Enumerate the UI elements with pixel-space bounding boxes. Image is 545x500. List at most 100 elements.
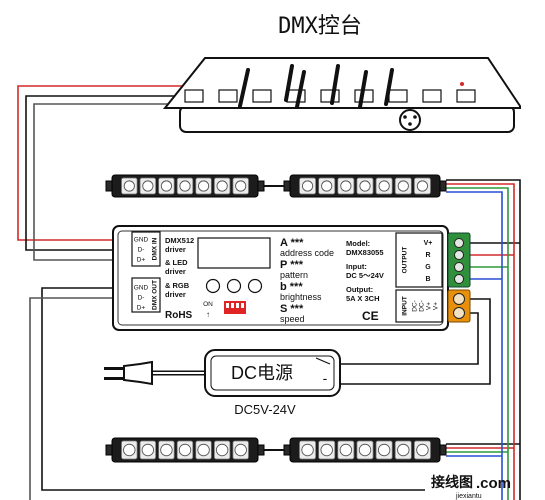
- fader: [284, 64, 294, 102]
- dip-arrow-icon: ↑: [206, 310, 210, 319]
- input-label-box: [395, 289, 443, 323]
- dmx-output-cable: [29, 287, 425, 500]
- led-chip: [416, 443, 429, 457]
- led-chip: [216, 180, 228, 192]
- fader: [358, 70, 368, 109]
- watermark-text: 接线图: [431, 474, 473, 490]
- channel-slot: [388, 89, 408, 103]
- led-chip: [179, 180, 191, 192]
- terminal-screw: [454, 262, 464, 272]
- dmx-driver: GND D- D+ DMX IN GND D- D+ DMX OUT DMX51…: [112, 225, 471, 331]
- dmx-out-label: DMX OUT: [152, 280, 159, 310]
- power-supply-terminal-tab: [315, 357, 331, 365]
- power-supply-voltage: DC5V-24V: [234, 402, 296, 417]
- dmx-out-pin-gnd: GND: [134, 285, 149, 292]
- watermark-sub: jiexiantu: [455, 493, 482, 500]
- setting-key-speed: S ***: [280, 303, 304, 315]
- dmx-in-pin-d-minus: D-: [138, 247, 145, 254]
- channel-slot: [456, 89, 476, 103]
- led-chip: [123, 443, 136, 457]
- strip-end-connector: [439, 444, 447, 456]
- led-chip: [160, 180, 172, 192]
- led-strip-top-left: [105, 174, 265, 198]
- dmx-out-wire-gray: [29, 297, 132, 500]
- led-chip: [416, 180, 428, 192]
- led-chip: [340, 180, 352, 192]
- led-strip-bottom-right: [283, 437, 447, 463]
- setting-key-pattern: P ***: [280, 259, 304, 271]
- led-chip: [358, 443, 372, 457]
- dip-switch-lever: [231, 303, 234, 308]
- watermark-suffix: .com: [476, 475, 511, 492]
- led-strip-top-right: [283, 174, 447, 198]
- dmx-in-pin-gnd: GND: [134, 237, 149, 244]
- dip-switch-lever: [241, 303, 244, 308]
- channel-slot: [320, 89, 340, 103]
- wire-blue: [446, 191, 503, 500]
- description-line: DMX512: [165, 236, 194, 245]
- output-pin-g: G: [425, 264, 431, 271]
- description-line: & LED: [165, 258, 188, 267]
- led-chip: [160, 443, 173, 457]
- strip-end-connector: [257, 444, 265, 456]
- output-pin-v-plus: V+: [424, 240, 433, 247]
- input-pin-dc-minus: DC-: [419, 300, 426, 312]
- channel-slot: [286, 89, 306, 103]
- channel-slot: [184, 89, 204, 103]
- dmx-out-box: [131, 277, 161, 313]
- power-supply-minus: -: [323, 370, 328, 386]
- console-channel-slots: [184, 89, 476, 103]
- fader: [238, 68, 250, 108]
- driver-button: [247, 278, 263, 294]
- dip-switch-body: [224, 301, 246, 314]
- led-chip: [197, 443, 210, 457]
- rohs-mark: RoHS: [165, 310, 193, 321]
- terminal-screw: [453, 293, 465, 305]
- input-pin-dc-minus: DC-: [412, 300, 419, 312]
- dip-switch: ON ↑: [203, 301, 246, 319]
- power-wire-negative: [340, 312, 479, 365]
- driver-inner-outline: [117, 230, 444, 326]
- input-terminal-block: [447, 289, 471, 323]
- fader: [295, 70, 306, 109]
- plug-prong: [104, 367, 124, 370]
- description-line: driver: [165, 245, 186, 254]
- setting-desc-speed: speed: [280, 314, 305, 324]
- channel-slot: [252, 89, 272, 103]
- power-wire-positive: [340, 298, 491, 385]
- led-chip: [359, 180, 371, 192]
- dmx-out-wire-black: [41, 287, 425, 491]
- driver-description: DMX512 driver & LED driver & RGB driver: [165, 236, 194, 299]
- spec-model-label: Model:: [346, 239, 370, 248]
- led-chip: [397, 180, 409, 192]
- ce-mark: CE: [362, 309, 379, 323]
- led-chip: [215, 443, 229, 457]
- output-pin-b: B: [425, 276, 430, 283]
- setting-key-address: A ***: [280, 237, 304, 249]
- spec-input-label: Input:: [346, 262, 367, 271]
- power-supply-label: DC电源: [231, 363, 293, 383]
- terminal-screw: [453, 307, 465, 319]
- dmx-out-pin-d-minus: D-: [138, 295, 145, 302]
- power-supply-body: [204, 349, 341, 397]
- output-label: OUTPUT: [402, 247, 409, 274]
- strip-end-connector: [283, 180, 291, 192]
- spec-output-value: 5A X 3CH: [346, 294, 379, 303]
- led-chip: [141, 443, 155, 457]
- settings-legend: A *** address code P *** pattern b *** b…: [280, 237, 334, 324]
- terminal-screw: [454, 274, 464, 284]
- console-indicator-led: [460, 82, 464, 86]
- dip-switch-lever: [226, 303, 229, 308]
- dmx-wire-red: [17, 85, 183, 241]
- plug-body: [123, 360, 153, 386]
- dmx-in-terminal: GND D- D+ DMX IN: [131, 231, 161, 267]
- diagram-title: DMX控台: [278, 14, 362, 39]
- power-plug: [104, 360, 205, 386]
- output-terminal-block: [447, 232, 471, 288]
- led-chip: [302, 180, 314, 192]
- driver-button: [226, 278, 242, 294]
- led-chip: [320, 443, 333, 457]
- channel-slot: [218, 89, 238, 103]
- xlr-pin: [403, 115, 407, 119]
- xlr-socket: [399, 109, 421, 131]
